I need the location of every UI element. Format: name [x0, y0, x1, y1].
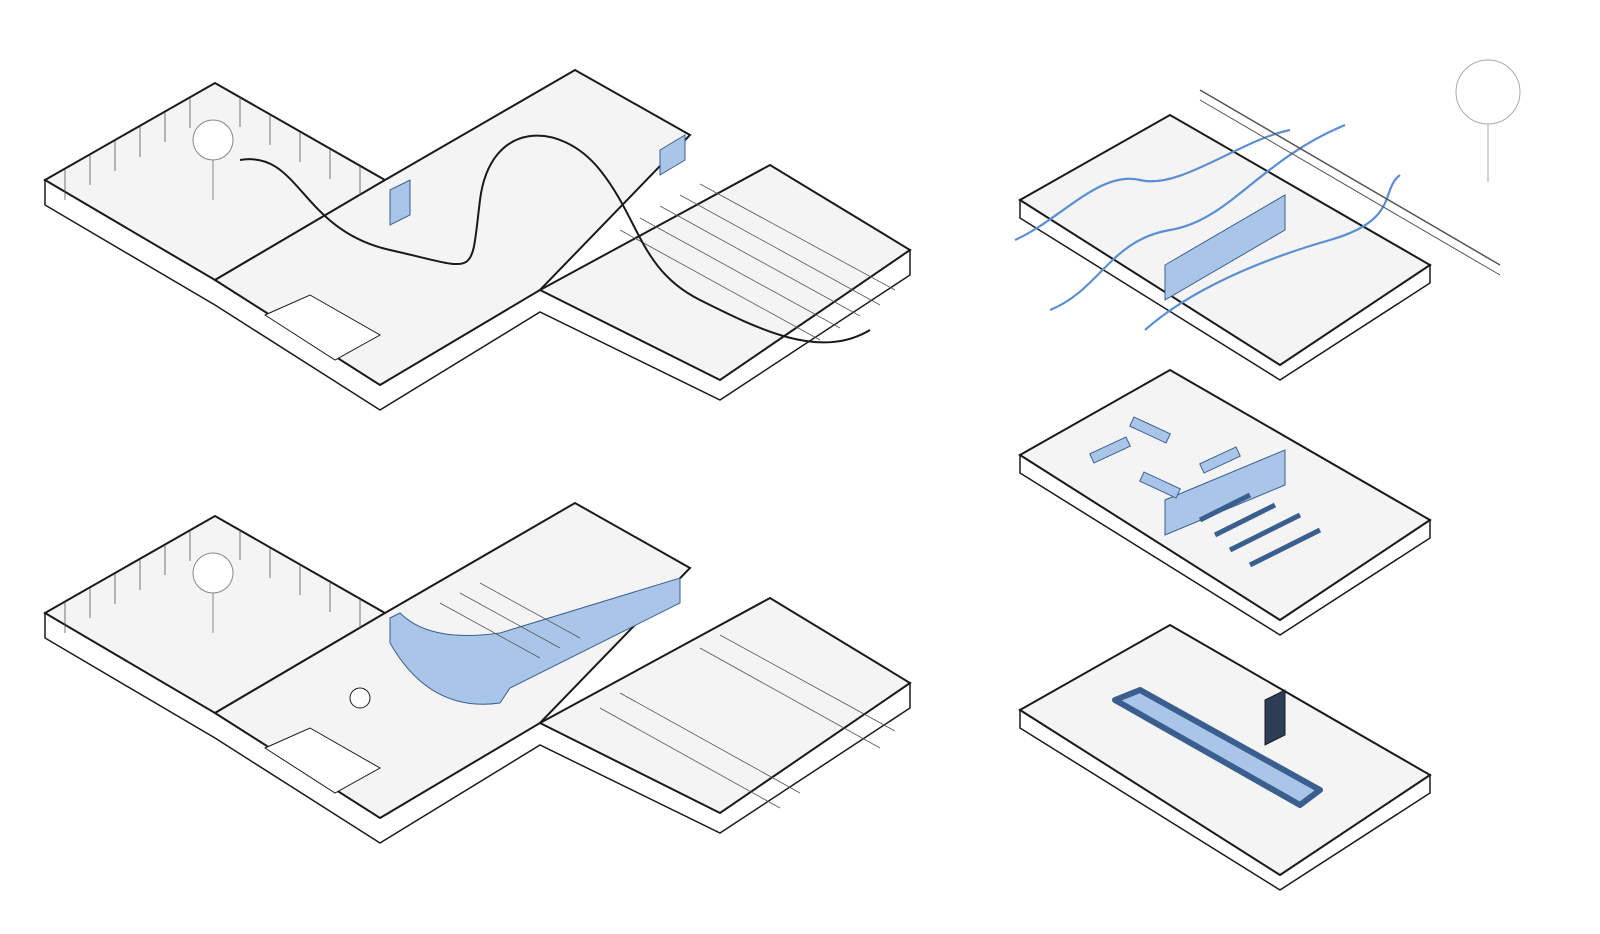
circulation-path [239, 134, 871, 344]
blue-tiered-seating [389, 577, 681, 705]
tree-icon [1455, 59, 1521, 125]
blue-partition [1164, 194, 1286, 301]
room-top-right [1014, 59, 1521, 381]
room-middle-right [1018, 368, 1432, 636]
plan-bottom-left [44, 502, 911, 844]
plan-top-left [44, 69, 911, 411]
blue-long-table [1112, 687, 1323, 808]
blue-panel [389, 179, 411, 226]
room-bottom-right [1018, 623, 1432, 891]
